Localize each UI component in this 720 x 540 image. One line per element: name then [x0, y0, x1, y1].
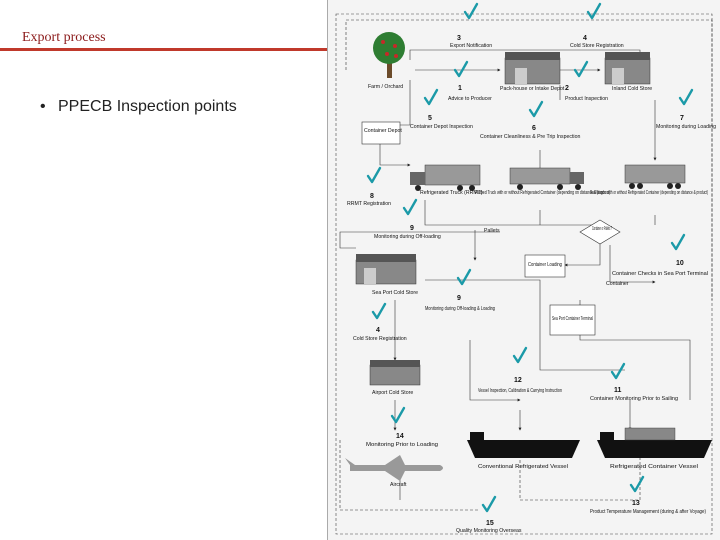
label-monitoring-during-loading: Monitoring during Loading	[656, 124, 716, 130]
container-vessel-icon	[597, 427, 712, 458]
label-11-num: 11	[614, 387, 622, 394]
label-2-num: 2	[565, 85, 569, 92]
airport-cold-store-building-icon	[369, 360, 421, 386]
label-10-num: 10	[676, 260, 684, 267]
label-refrigerated-truck: Refrigerated Truck (RRMT)	[420, 190, 483, 196]
conventional-vessel-icon	[467, 432, 580, 458]
check-icon	[678, 88, 694, 106]
packhouse-building-icon	[504, 52, 561, 85]
label-rrmt-registration: RRMT Registration	[347, 201, 391, 207]
check-icon	[453, 60, 469, 78]
label-conventional-vessel: Conventional Refrigerated Vessel	[478, 464, 568, 470]
label-3-num: 3	[457, 35, 461, 42]
check-icon	[371, 302, 387, 320]
label-8-num: 8	[370, 193, 374, 200]
label-7-num: 7	[680, 115, 684, 122]
label-14-num: 14	[396, 433, 404, 440]
label-vessel-inspection: Vessel Inspection, Calibration & Carryin…	[478, 388, 562, 394]
label-container-loading: Container Loading	[528, 262, 562, 268]
bullet-text: PPECB Inspection points	[58, 98, 237, 115]
check-icon	[456, 268, 472, 286]
check-icon	[528, 100, 544, 118]
bullet-dot-icon: •	[40, 98, 46, 115]
label-rail-wagon: Rail Wagon with or without Refrigerated …	[590, 190, 708, 196]
label-airport-cold-store: Airport Cold Store	[372, 390, 413, 396]
label-9a-num: 9	[410, 225, 414, 232]
check-icon	[670, 233, 686, 251]
flatbed-truck-icon	[509, 167, 584, 190]
label-9b-num: 9	[457, 295, 461, 302]
label-6-num: 6	[532, 125, 536, 132]
check-icon	[481, 495, 497, 513]
check-icon	[586, 2, 602, 20]
label-flatbed-truck: Flatbed Truck with or without Refrigerat…	[475, 190, 610, 196]
tree-icon	[373, 32, 405, 78]
label-container-depot: Container Depot	[364, 128, 402, 134]
label-packhouse: Pack-house or Intake Depot	[500, 86, 565, 92]
label-5-num: 5	[428, 115, 432, 122]
sea-port-cold-store-building-icon	[355, 254, 417, 285]
check-icon	[390, 406, 406, 424]
label-1-num: 1	[458, 85, 462, 92]
inland-cold-store-building-icon	[604, 52, 651, 85]
rail-wagon-icon	[624, 164, 686, 189]
check-icon	[573, 60, 589, 78]
check-icon	[366, 166, 382, 184]
label-container: Container	[606, 281, 629, 287]
label-cold-store-registration-b: Cold Store Registration	[353, 336, 407, 342]
label-container-depot-inspection: Container Depot Inspection	[410, 124, 473, 130]
label-product-inspection: Product Inspection	[565, 96, 608, 102]
decision-diamond	[579, 219, 621, 245]
label-quality-monitoring: Quality Monitoring Overseas	[456, 528, 522, 534]
label-monitoring-prior-loading: Monitoring Prior to Loading	[366, 442, 438, 448]
label-temperature-management: Product Temperature Management (during &…	[590, 509, 706, 515]
label-monitoring-offloading-loading: Monitoring during Off-loading & Loading	[425, 306, 495, 312]
label-export-notification: Export Notification	[450, 43, 492, 49]
label-container-vessel: Refrigerated Container Vessel	[610, 464, 698, 470]
check-icon	[463, 2, 479, 20]
inspection-checkmarks	[366, 2, 694, 513]
slide-title: Export process	[22, 30, 106, 45]
refrigerated-truck-icon	[410, 164, 481, 191]
process-boxes	[361, 121, 621, 336]
label-advice-to-producer: Advice to Producer	[448, 96, 492, 102]
label-12-num: 12	[514, 377, 522, 384]
check-icon	[512, 346, 528, 364]
label-sea-port-terminal: Sea Port Container Terminal	[552, 316, 593, 322]
label-monitoring-offloading: Monitoring during Off-loading	[374, 234, 441, 240]
aircraft-icon	[345, 455, 443, 481]
label-cold-store-registration: Cold Store Registration	[570, 43, 624, 49]
diagram-labels: 3 Export Notification 4 Cold Store Regis…	[347, 35, 716, 534]
label-4-num: 4	[583, 35, 587, 42]
label-sea-port-cold-store: Sea Port Cold Store	[372, 290, 418, 296]
label-container-monitoring: Container Monitoring Prior to Sailing	[590, 396, 678, 402]
label-container-or-pallets: Container or Pallets ?	[592, 226, 612, 232]
label-15-num: 15	[486, 520, 494, 527]
label-container-cleanliness: Container Cleanliness & Pre Trip Inspect…	[480, 134, 580, 140]
label-4b-num: 4	[376, 327, 380, 334]
check-icon	[402, 198, 418, 216]
bullet-item: • PPECB Inspection points	[40, 98, 237, 116]
check-icon	[423, 88, 439, 106]
label-inland-cold-store: Inland Cold Store	[612, 86, 652, 92]
check-icon	[610, 362, 626, 380]
check-icon	[629, 475, 645, 493]
label-13-num: 13	[632, 500, 640, 507]
label-aircraft: Aircraft	[390, 482, 407, 488]
label-pallets: Pallets	[484, 228, 500, 234]
label-farm-orchard: Farm / Orchard	[368, 84, 403, 90]
label-container-checks: Container Checks in Sea Port Terminal	[612, 271, 708, 277]
